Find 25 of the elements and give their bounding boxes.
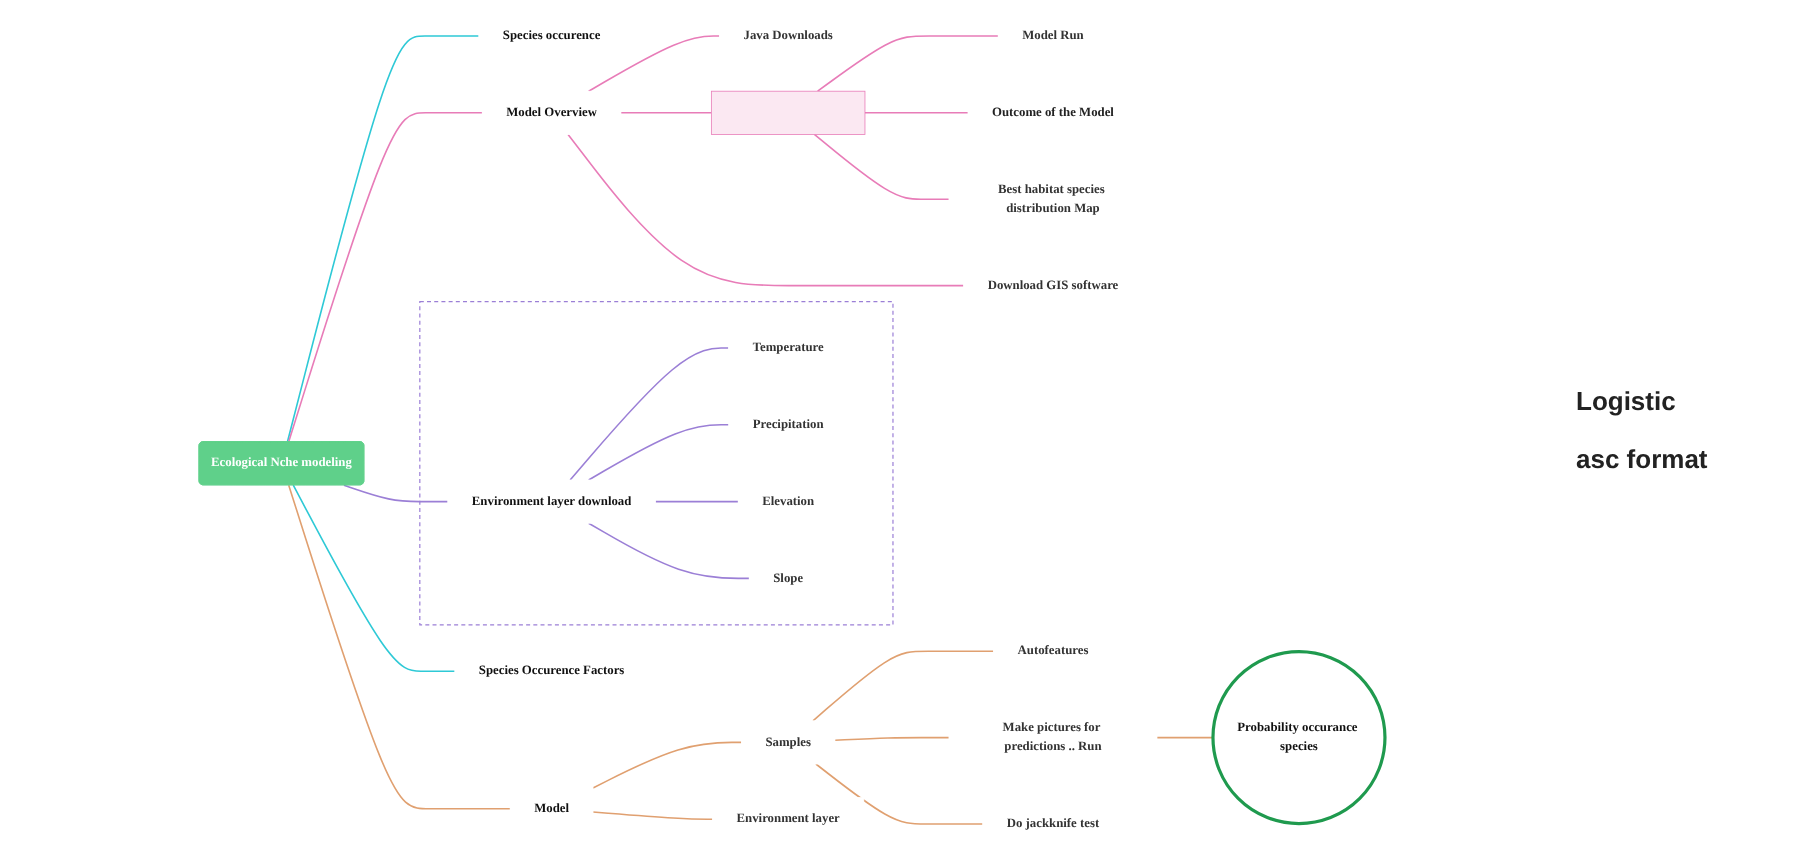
connector bbox=[587, 424, 730, 481]
connector bbox=[286, 35, 480, 443]
note-label: Logistic bbox=[1576, 386, 1678, 416]
cluster bbox=[419, 301, 894, 626]
connector bbox=[816, 35, 999, 92]
connector bbox=[592, 741, 743, 789]
connector bbox=[569, 347, 730, 481]
connector bbox=[592, 811, 714, 820]
node-box bbox=[710, 90, 866, 135]
connector bbox=[567, 133, 965, 287]
connector bbox=[815, 763, 984, 825]
note-label: asc format bbox=[1576, 444, 1710, 474]
connector bbox=[620, 112, 713, 114]
connector bbox=[1156, 736, 1214, 739]
connector bbox=[587, 35, 721, 92]
connector bbox=[287, 112, 484, 443]
connector bbox=[813, 133, 950, 200]
connector bbox=[287, 484, 511, 810]
connector bbox=[834, 736, 950, 742]
connector bbox=[812, 650, 995, 722]
connector bbox=[343, 484, 449, 503]
connector bbox=[587, 522, 751, 580]
connector bbox=[864, 112, 969, 114]
connector bbox=[654, 500, 739, 503]
connector bbox=[292, 484, 456, 672]
